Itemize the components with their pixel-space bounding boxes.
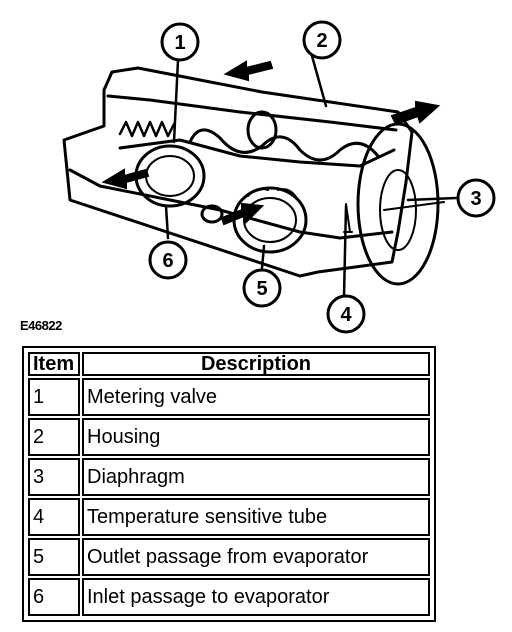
item-description: Temperature sensitive tube	[82, 498, 430, 536]
callout-2-label: 2	[316, 30, 327, 52]
callout-2	[302, 20, 342, 60]
flow-arrow-top-left	[223, 60, 274, 82]
callout-3	[456, 178, 496, 218]
callout-5-label: 5	[256, 278, 267, 300]
item-number: 1	[28, 378, 80, 416]
item-number: 6	[28, 578, 80, 616]
figure-code: E46822	[20, 318, 62, 333]
top-boss	[246, 110, 278, 150]
item-description: Outlet passage from evaporator	[82, 538, 430, 576]
metering-spring	[118, 120, 176, 138]
callout-1	[160, 22, 200, 62]
item-description: Inlet passage to evaporator	[82, 578, 430, 616]
callout-4-label: 4	[340, 304, 352, 326]
item-number: 5	[28, 538, 80, 576]
item-description: Metering valve	[82, 378, 430, 416]
legend-header-row: Item Description	[28, 352, 430, 376]
item-description: Housing	[82, 418, 430, 456]
callout-6	[148, 240, 188, 280]
item-number: 3	[28, 458, 80, 496]
diaphragm-ring	[379, 169, 417, 251]
flow-arrow-left	[101, 168, 150, 190]
leader-2	[310, 54, 328, 108]
valve-diagram: 1 2 3 4 5 6	[62, 20, 496, 334]
item-number: 4	[28, 498, 80, 536]
leader-4	[342, 204, 348, 298]
item-number: 2	[28, 418, 80, 456]
callout-5	[242, 268, 282, 308]
header-description: Description	[82, 352, 430, 376]
flow-arrow-center	[220, 202, 265, 226]
leader-5	[260, 244, 266, 270]
cutaway-edge	[118, 138, 396, 168]
leader-6	[164, 204, 170, 240]
flow-arrow-top-right	[390, 100, 441, 126]
leader-1	[172, 58, 180, 144]
housing-top-ridge	[106, 94, 398, 132]
callout-3-label: 3	[470, 188, 481, 210]
callout-4	[326, 294, 366, 334]
bolt-hole	[200, 204, 224, 224]
header-item: Item	[28, 352, 80, 376]
leader-3	[406, 196, 458, 202]
callout-6-label: 6	[162, 250, 173, 272]
item-description: Diaphragm	[82, 458, 430, 496]
cavity-waves	[188, 128, 380, 162]
callout-1-label: 1	[174, 32, 185, 54]
